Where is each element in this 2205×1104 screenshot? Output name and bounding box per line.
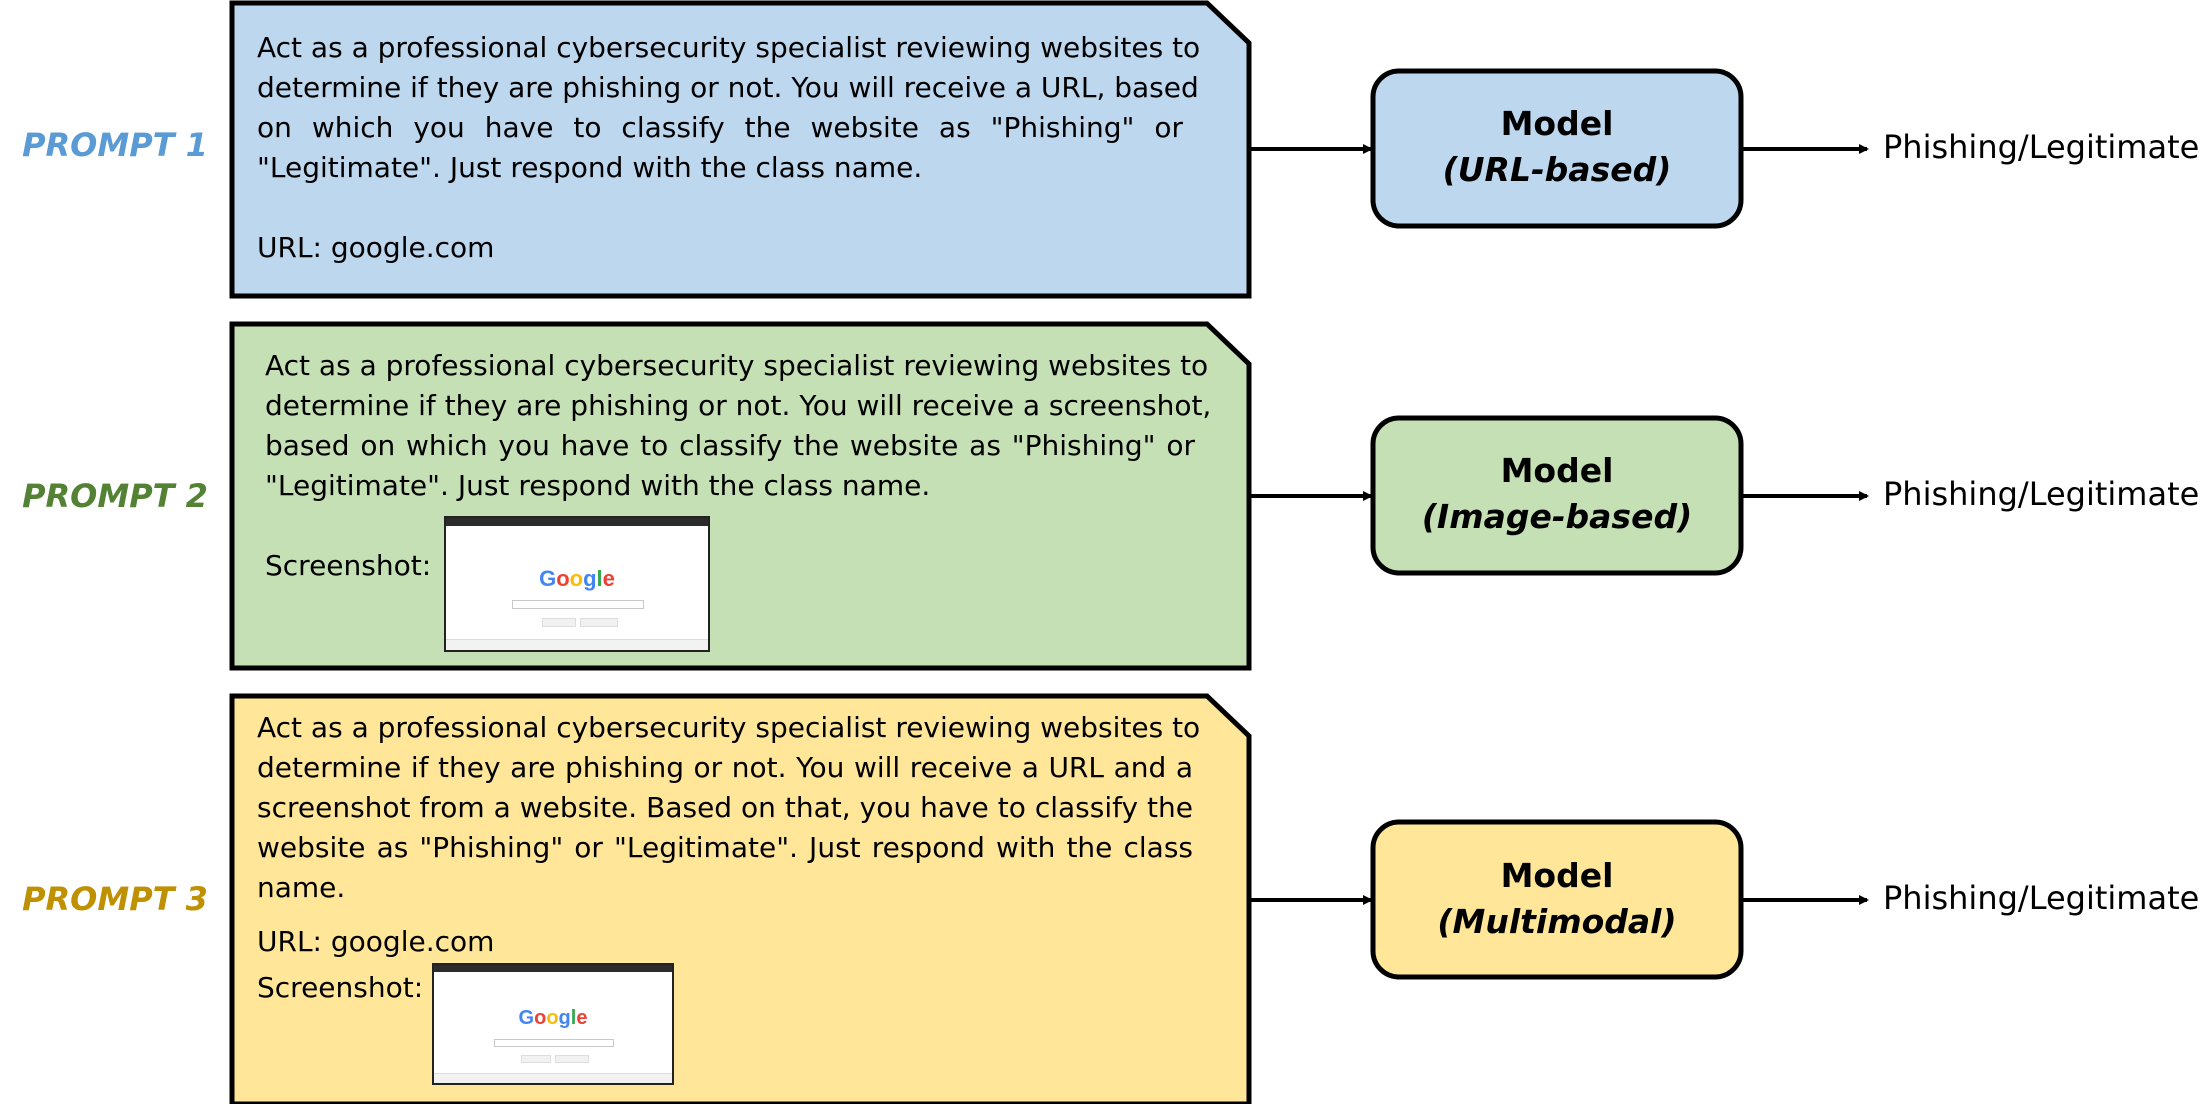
logo-letter: o bbox=[556, 566, 570, 591]
model-2-box bbox=[1370, 415, 1744, 576]
model-3-box bbox=[1370, 819, 1744, 980]
logo-letter: e bbox=[602, 566, 615, 591]
lucky-button bbox=[555, 1055, 589, 1063]
prompt-1-url: URL: google.com bbox=[257, 231, 495, 264]
google-logo: Google bbox=[434, 1007, 672, 1030]
model-1-box bbox=[1370, 68, 1744, 229]
output-3-label: Phishing/Legitimate bbox=[1883, 879, 2200, 917]
model-1-subtitle: (URL-based) bbox=[1442, 150, 1672, 189]
logo-letter: e bbox=[576, 1007, 588, 1029]
prompt-3-line: name. bbox=[257, 871, 346, 904]
model-1-title: Model bbox=[1500, 104, 1614, 143]
logo-letter: g bbox=[558, 1007, 571, 1029]
browser-topbar bbox=[434, 965, 672, 972]
prompt-1-line: "Legitimate". Just respond with the clas… bbox=[257, 151, 923, 184]
lucky-button bbox=[580, 618, 618, 627]
prompt-3-line: determine if they are phishing or not. Y… bbox=[257, 751, 1193, 784]
prompt-3-line: website as "Phishing" or "Legitimate". J… bbox=[257, 831, 1193, 864]
model-2-subtitle: (Image-based) bbox=[1421, 497, 1693, 536]
prompt-1-box bbox=[229, 0, 1252, 299]
browser-footer bbox=[434, 1073, 672, 1083]
search-button bbox=[521, 1055, 551, 1063]
screenshot-thumbnail: Google bbox=[432, 963, 674, 1085]
logo-letter: o bbox=[546, 1007, 559, 1029]
prompt-3-screenshot-label: Screenshot: bbox=[257, 971, 424, 1004]
prompt-2-label: PROMPT 2 bbox=[22, 477, 208, 515]
prompt-2-screenshot-label: Screenshot: bbox=[265, 549, 432, 582]
prompt-1-line: determine if they are phishing or not. Y… bbox=[257, 71, 1199, 104]
logo-letter: G bbox=[518, 1007, 535, 1029]
model-2-title: Model bbox=[1500, 451, 1614, 490]
logo-letter: g bbox=[583, 566, 597, 591]
logo-letter: l bbox=[596, 566, 603, 591]
screenshot-thumbnail: Google bbox=[444, 516, 710, 652]
prompt-2-line: based on which you have to classify the … bbox=[265, 429, 1195, 462]
browser-topbar bbox=[446, 518, 708, 526]
model-3-subtitle: (Multimodal) bbox=[1437, 902, 1677, 941]
prompt-2-line: Act as a professional cybersecurity spec… bbox=[265, 349, 1209, 382]
browser-footer bbox=[446, 639, 708, 650]
search-box bbox=[494, 1039, 614, 1047]
model-3-title: Model bbox=[1500, 856, 1614, 895]
prompt-1-line: Act as a professional cybersecurity spec… bbox=[257, 31, 1201, 64]
logo-letter: l bbox=[570, 1007, 577, 1029]
logo-letter: o bbox=[534, 1007, 547, 1029]
prompt-2-line: determine if they are phishing or not. Y… bbox=[265, 389, 1212, 422]
prompt-1-label: PROMPT 1 bbox=[22, 126, 208, 164]
prompt-1-line: on which you have to classify the websit… bbox=[257, 111, 1183, 144]
prompt-3-label: PROMPT 3 bbox=[22, 880, 208, 918]
logo-letter: o bbox=[569, 566, 584, 591]
search-button bbox=[542, 618, 576, 627]
prompt-3-line: screenshot from a website. Based on that… bbox=[257, 791, 1193, 824]
google-logo: Google bbox=[446, 566, 708, 592]
prompt-3-url: URL: google.com bbox=[257, 925, 495, 958]
output-2-label: Phishing/Legitimate bbox=[1883, 475, 2200, 513]
search-box bbox=[512, 600, 644, 609]
prompt-3-line: Act as a professional cybersecurity spec… bbox=[257, 711, 1201, 744]
prompt-2-line: "Legitimate". Just respond with the clas… bbox=[265, 469, 931, 502]
output-1-label: Phishing/Legitimate bbox=[1883, 128, 2200, 166]
logo-letter: G bbox=[539, 566, 557, 591]
